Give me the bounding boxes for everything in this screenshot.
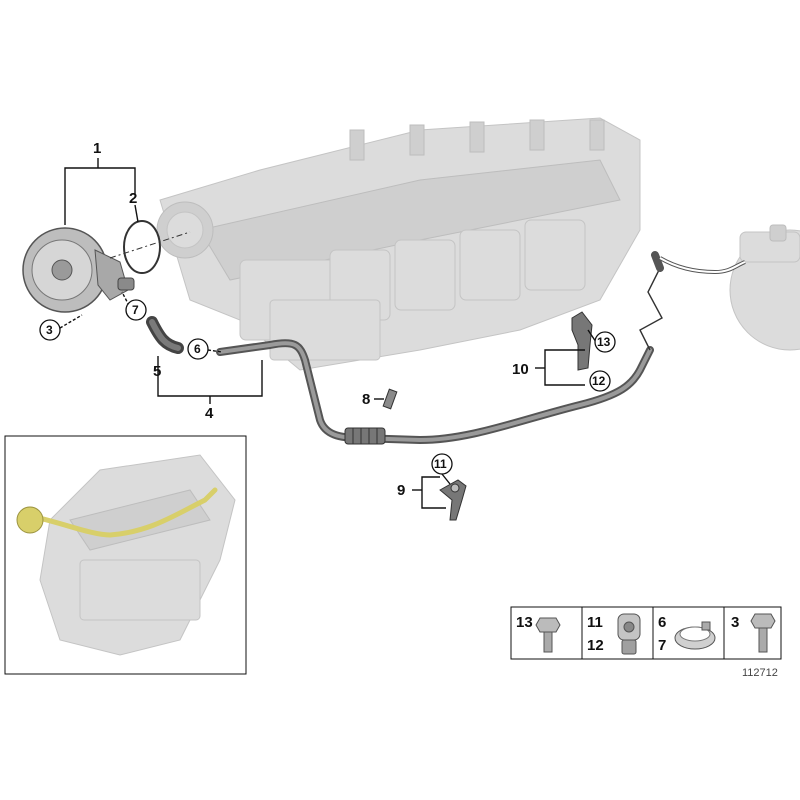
hex-bolt-icon <box>750 613 776 653</box>
legend-label-12: 12 <box>587 637 604 654</box>
callout-6: 6 <box>194 342 201 356</box>
callout-1: 1 <box>93 140 101 157</box>
callout-labels: 1 2 3 7 6 5 4 8 11 9 10 13 12 <box>39 140 616 499</box>
seal-ring <box>123 220 161 274</box>
legend-label-13: 13 <box>516 614 533 631</box>
vacuum-pump <box>22 227 135 313</box>
parts-legend: 13 11 12 6 7 3 <box>510 606 782 660</box>
callout-9: 9 <box>397 482 405 499</box>
callout-11: 11 <box>434 457 447 471</box>
callout-4: 4 <box>205 405 214 422</box>
clamp-part <box>382 388 398 410</box>
legend-label-11: 11 <box>587 614 603 631</box>
diagram-reference-number: 112712 <box>742 667 778 679</box>
hose-clamp-icon <box>674 621 716 650</box>
callout-8: 8 <box>362 391 370 408</box>
brake-booster-illustration <box>729 224 800 351</box>
nut-clip-icon <box>617 613 641 655</box>
bracket-upper <box>571 311 593 371</box>
callout-12: 12 <box>592 374 606 388</box>
callout-7: 7 <box>132 303 139 317</box>
callout-10: 10 <box>512 361 529 378</box>
callout-5: 5 <box>153 363 161 380</box>
engine-overview-inset <box>4 435 247 675</box>
bracket-lower <box>439 479 467 521</box>
cylinder-head-illustration <box>156 117 641 371</box>
callout-13: 13 <box>597 335 611 349</box>
hex-bolt-icon <box>535 617 561 653</box>
vacuum-line <box>216 251 746 445</box>
legend-label-6: 6 <box>658 614 666 631</box>
callout-2: 2 <box>129 190 137 207</box>
callout-3: 3 <box>46 323 53 337</box>
legend-label-3: 3 <box>731 614 739 631</box>
legend-label-7: 7 <box>658 637 666 654</box>
